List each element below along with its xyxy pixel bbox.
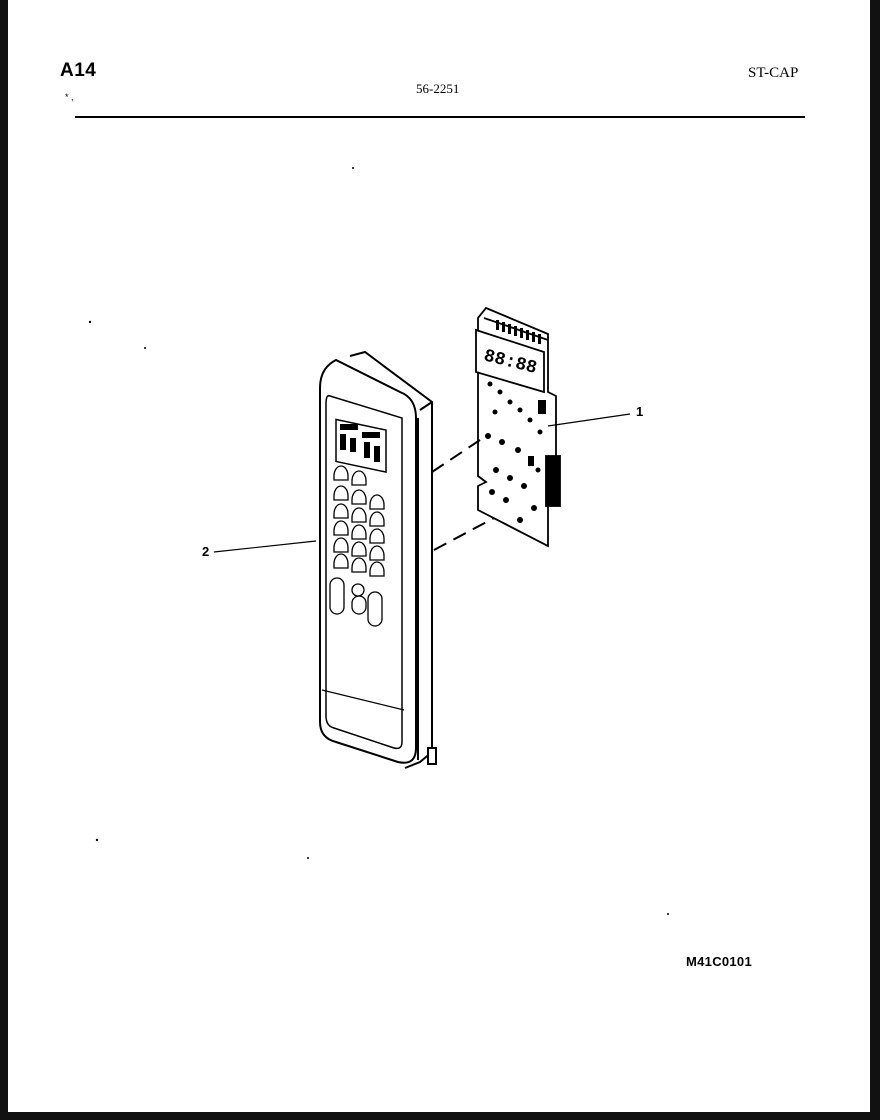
circuit-board-part: 88:88 <box>475 306 561 548</box>
callout-1: 1 <box>636 404 644 419</box>
header-rule <box>75 116 805 118</box>
scan-border-right <box>870 0 880 1120</box>
display-pins <box>496 320 541 344</box>
display-segments <box>340 424 380 462</box>
corner-marks: * , <box>65 92 74 102</box>
callout-2: 2 <box>202 544 210 559</box>
scan-border-bottom <box>0 1112 880 1120</box>
section-code: A14 <box>60 60 97 81</box>
leader-lines <box>213 413 631 553</box>
scan-specks <box>88 167 669 915</box>
keypad-buttons <box>329 465 385 627</box>
control-panel-part <box>319 350 437 769</box>
scan-border-left <box>0 0 8 1120</box>
drawing-code: M41C0101 <box>686 954 752 969</box>
board-components <box>485 381 546 523</box>
assembly-lines <box>431 439 495 551</box>
part-number: 56-2251 <box>416 81 460 96</box>
model-code: ST-CAP <box>748 65 799 81</box>
